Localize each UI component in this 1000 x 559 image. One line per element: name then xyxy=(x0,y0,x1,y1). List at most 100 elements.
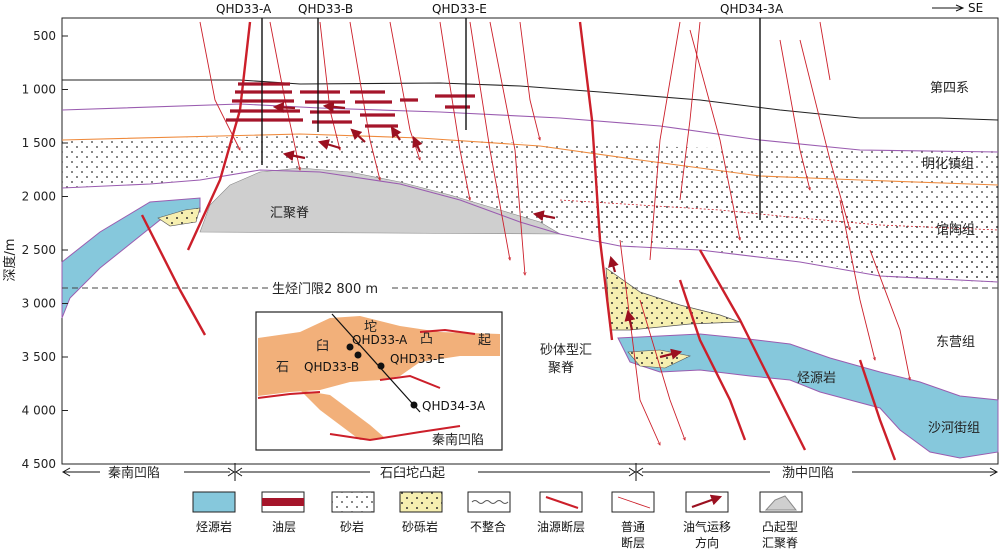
y-tick-label: 1 000 xyxy=(22,83,56,97)
y-tick-label: 3 500 xyxy=(22,350,56,364)
source-faults xyxy=(140,21,897,461)
normal-fault xyxy=(319,21,340,150)
source-fault xyxy=(186,21,252,251)
formation-label: 东营组 xyxy=(936,335,975,350)
threshold-label: 生烃门限2 800 m xyxy=(272,282,378,297)
legend-label: 砂砾岩 xyxy=(402,519,438,534)
horizon-purple-2 xyxy=(61,169,999,283)
normal-fault-swatch xyxy=(611,491,655,513)
normal-fault xyxy=(199,21,240,150)
normal-fault xyxy=(619,239,660,445)
direction-label: SE xyxy=(968,1,983,15)
region-label: 渤中凹陷 xyxy=(782,465,834,481)
normal-fault xyxy=(819,21,831,81)
migration-arrow xyxy=(532,210,556,222)
legend-label: 不整合 xyxy=(470,519,506,534)
normal-faults-2 xyxy=(649,21,831,261)
formation-label: 明化镇组 xyxy=(922,157,974,172)
inset-uplift-char: 石 xyxy=(276,360,289,375)
conglomerate-swatch xyxy=(399,491,443,513)
legend-label: 断层 xyxy=(621,535,645,550)
well-label: QHD34-3A xyxy=(720,2,784,16)
normal-fault xyxy=(839,199,875,360)
well-label: QHD33-E xyxy=(432,2,487,16)
y-tick-label: 2 500 xyxy=(22,243,56,257)
normal-fault xyxy=(649,21,681,261)
oil-lens-left xyxy=(157,207,201,227)
legend-label: 方向 xyxy=(695,535,719,550)
horizon-orange xyxy=(61,133,999,186)
y-tick-label: 4 000 xyxy=(22,404,56,418)
inset-map: 石 臼 坨 凸 起 QHD33-A QHD33-B QHD33-E QHD34-… xyxy=(255,311,503,451)
region-label: 石臼坨凸起 xyxy=(380,465,445,481)
inset-well-label: QHD34-3A xyxy=(422,399,486,413)
formation-label: 第四系 xyxy=(930,81,969,96)
migration-arrow xyxy=(317,139,341,150)
sandbody-ridge-label-1: 砂体型汇 xyxy=(540,343,592,358)
migration-arrow xyxy=(608,255,619,273)
source-fault xyxy=(140,214,207,336)
normal-fault xyxy=(389,21,420,160)
legend-label: 油层 xyxy=(272,520,296,534)
uplift-ridge-swatch xyxy=(759,491,803,513)
well-bores xyxy=(261,18,761,220)
inset-uplift-char: 起 xyxy=(478,333,491,348)
y-tick-label: 1 500 xyxy=(22,136,56,150)
migration-arrow xyxy=(390,126,402,141)
sandbody-ridge xyxy=(605,267,741,331)
source-fault xyxy=(858,359,897,461)
source-rock-swatch xyxy=(192,491,236,513)
formation-label: 沙河街组 xyxy=(928,421,980,436)
source-fault xyxy=(698,249,807,451)
legend-label: 汇聚脊 xyxy=(762,536,798,550)
source-fault xyxy=(578,21,614,341)
normal-fault xyxy=(799,39,850,230)
well-label: QHD33-A xyxy=(216,2,272,16)
uplift-area xyxy=(258,316,500,396)
legend-label: 砂岩 xyxy=(340,519,364,534)
migration-arrow xyxy=(350,128,366,143)
inset-uplift-char: 臼 xyxy=(316,339,329,354)
sandstone-swatch xyxy=(331,491,375,513)
sandbody-ridge-label-2: 聚脊 xyxy=(548,361,574,376)
migration-arrow xyxy=(272,101,296,113)
oil-layer-swatch xyxy=(261,491,305,513)
normal-fault xyxy=(679,21,701,201)
migration-arrow xyxy=(412,135,423,153)
normal-fault xyxy=(779,39,810,190)
legend xyxy=(192,491,803,513)
region-bar xyxy=(61,463,999,481)
region-label: 秦南凹陷 xyxy=(108,465,160,481)
uplift-tongue xyxy=(300,390,385,440)
normal-fault xyxy=(439,21,470,200)
source-fault-swatch xyxy=(539,491,583,513)
source-rock-label: 烃源岩 xyxy=(797,371,836,386)
inset-well-label: QHD33-B xyxy=(304,360,359,374)
y-axis-label: 深度/m xyxy=(2,238,18,281)
migration-arrows xyxy=(272,101,683,360)
inset-uplift-char: 凸 xyxy=(420,332,433,347)
inset-uplift-char: 坨 xyxy=(364,319,377,335)
migration-arrow xyxy=(659,348,683,360)
ridge-label: 汇聚脊 xyxy=(270,206,309,221)
convergence-ridge xyxy=(199,167,562,235)
source-fault xyxy=(678,279,747,441)
oil-layers xyxy=(226,82,475,128)
normal-fault xyxy=(869,249,910,380)
inset-well-label: QHD33-E xyxy=(390,352,445,366)
normal-fault xyxy=(639,299,685,440)
unconformity-swatch xyxy=(467,491,511,513)
legend-label: 普通 xyxy=(621,520,645,534)
migration-arrow xyxy=(624,309,636,331)
inset-sag-label: 秦南凹陷 xyxy=(432,432,484,448)
legend-label: 凸起型 xyxy=(762,520,798,534)
y-tick-label: 3 000 xyxy=(22,297,56,311)
sandstone-layer-lower xyxy=(560,180,998,282)
migration-arrow xyxy=(282,150,306,162)
migration-arrow xyxy=(322,101,346,113)
normal-fault xyxy=(349,21,380,180)
y-tick-label: 500 xyxy=(33,29,56,43)
normal-fault xyxy=(519,21,540,140)
normal-fault xyxy=(469,21,510,260)
legend-label: 油源断层 xyxy=(537,519,585,534)
